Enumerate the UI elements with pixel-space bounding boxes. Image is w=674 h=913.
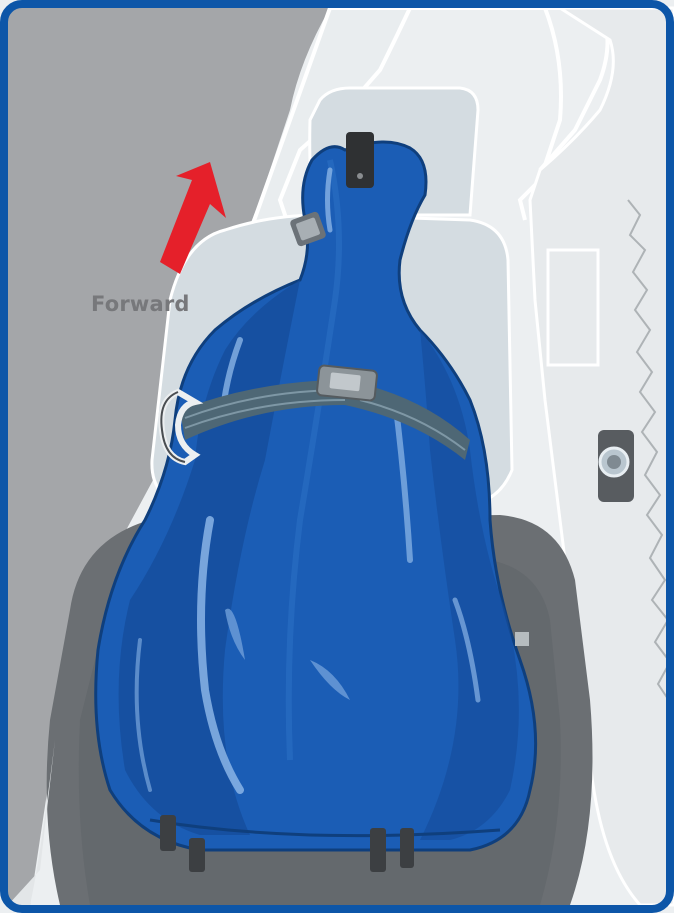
buckle-icon	[317, 365, 378, 401]
direction-label: Forward	[91, 292, 190, 316]
anchor-icon	[598, 430, 634, 502]
handle-icon	[346, 132, 374, 188]
